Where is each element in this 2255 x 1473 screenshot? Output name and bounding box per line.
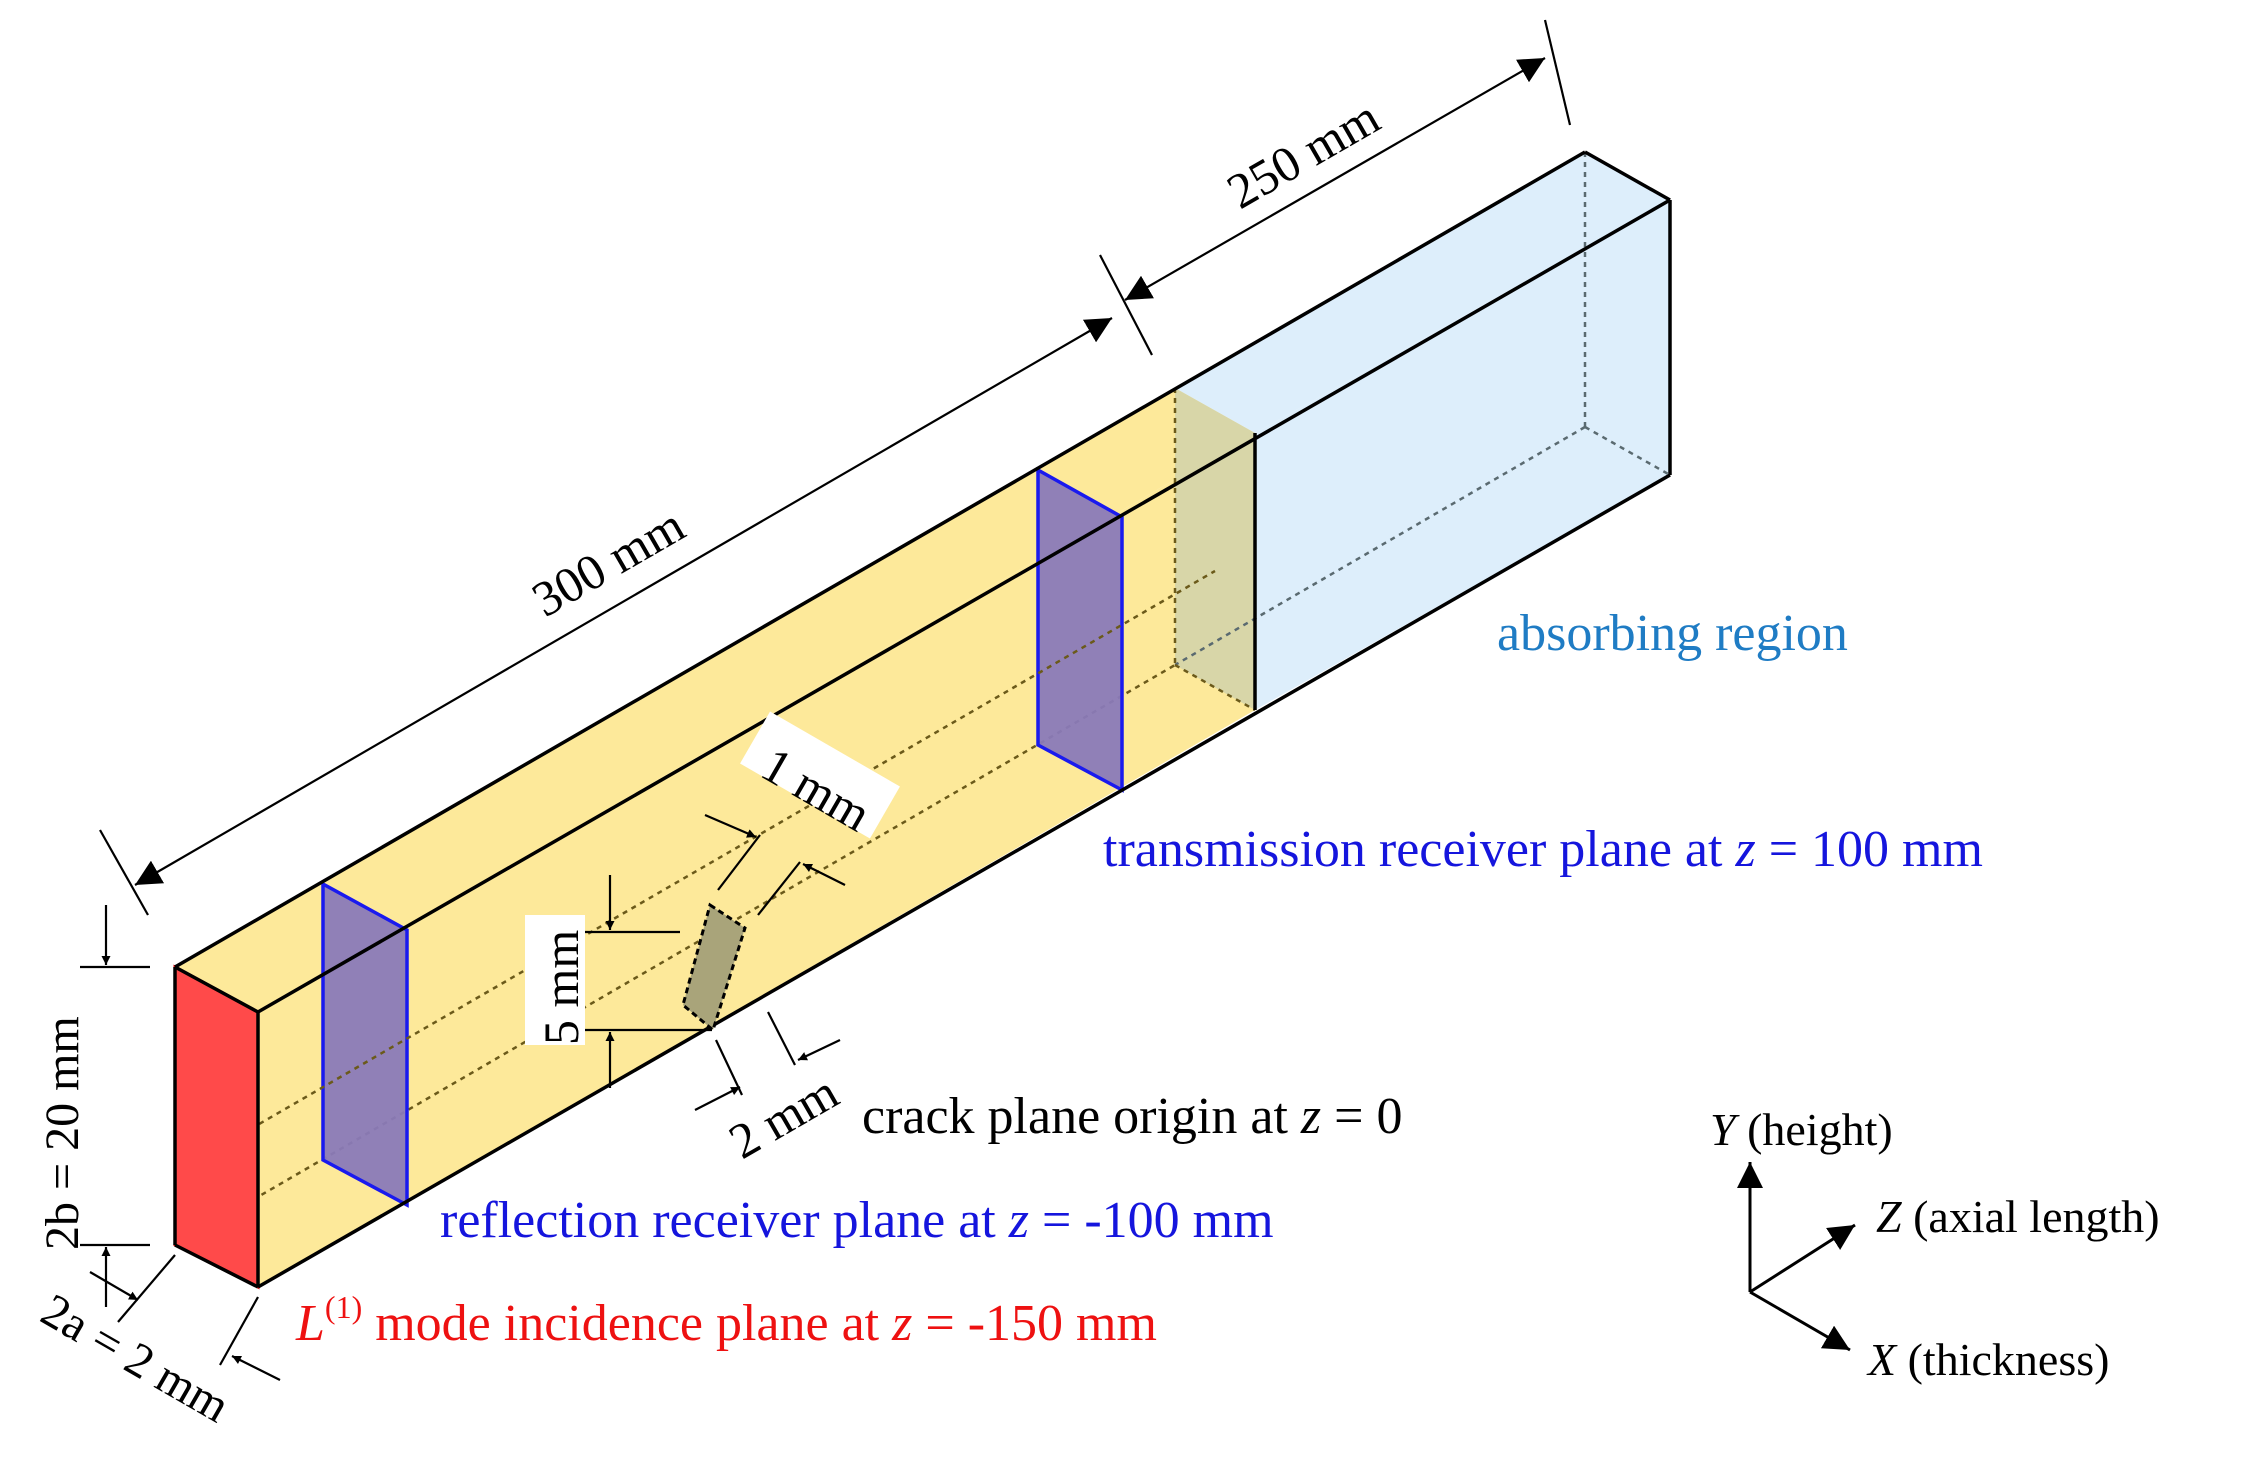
- dimension-crack-gap: 2 mm: [694, 1011, 848, 1170]
- absorbing-side-face: [1255, 200, 1670, 710]
- reflection-plane-label-var: z: [1008, 1192, 1029, 1249]
- incidence-plane-label: L(1) mode incidence plane at z = -150 mm: [295, 1289, 1157, 1352]
- dimension-300mm-label: 300 mm: [523, 496, 694, 627]
- z-axis-label-desc: (axial length): [1902, 1191, 2160, 1242]
- transmission-plane-label: transmission receiver plane at z = 100 m…: [1103, 821, 1983, 878]
- incidence-plane-label-mode: L: [295, 1295, 325, 1352]
- absorbing-region-label: absorbing region: [1497, 605, 1848, 662]
- reflection-plane-label: reflection receiver plane at z = -100 mm: [440, 1192, 1274, 1249]
- incidence-plane: [173, 964, 260, 1290]
- reflection-plane-label-suffix: = -100 mm: [1029, 1192, 1274, 1249]
- dimension-thickness-label: 2a = 2 mm: [33, 1284, 239, 1433]
- transmission-plane-label-suffix: = 100 mm: [1756, 821, 1983, 878]
- crack-origin-label-suffix: = 0: [1321, 1088, 1402, 1145]
- dimension-height-label: 2b = 20 mm: [36, 1016, 89, 1250]
- y-axis-label: Y (height): [1710, 1104, 1893, 1155]
- dimension-crack-height: 5 mm: [525, 875, 712, 1088]
- incidence-plane-label-var: z: [891, 1295, 912, 1352]
- dimension-crack-height-bg: [525, 915, 585, 1045]
- crack-plane: [681, 902, 747, 1033]
- reflection-plane-label-prefix: reflection receiver plane at: [440, 1192, 1009, 1249]
- incidence-plane-label-prefix: mode incidence plane at: [362, 1295, 892, 1352]
- x-axis-label: X (thickness): [1866, 1334, 2109, 1385]
- x-axis-label-var: X: [1866, 1334, 1898, 1385]
- z-axis-label-var: Z: [1876, 1191, 1902, 1242]
- absorbing-hidden-edges: [1174, 152, 1671, 667]
- z-axis-arrow: [1749, 1223, 1856, 1294]
- dimension-thickness: 2a = 2 mm: [33, 1254, 281, 1433]
- transmission-receiver-plane: [1036, 467, 1124, 793]
- incidence-plane-label-suffix: = -150 mm: [912, 1295, 1157, 1352]
- dimension-crack-height-label: 5 mm: [533, 930, 589, 1045]
- x-axis-label-desc: (thickness): [1896, 1334, 2109, 1385]
- dimension-height: 2b = 20 mm: [36, 905, 150, 1307]
- crack-origin-label-prefix: crack plane origin at: [862, 1088, 1301, 1145]
- crack-origin-label-var: z: [1300, 1088, 1321, 1145]
- dimension-crack-width-bg: [740, 711, 900, 839]
- transmission-plane-label-prefix: transmission receiver plane at: [1103, 821, 1735, 878]
- y-axis-label-desc: (height): [1736, 1104, 1893, 1155]
- incidence-plane-label-superscript: (1): [325, 1289, 362, 1325]
- transmission-plane-label-var: z: [1734, 821, 1755, 878]
- x-axis-arrow: [1749, 1290, 1851, 1352]
- dimension-crack-gap-label: 2 mm: [720, 1063, 848, 1169]
- absorbing-boundary-face: [1175, 388, 1255, 710]
- crack-origin-label: crack plane origin at z = 0: [862, 1088, 1402, 1145]
- coordinate-axes: Y (height) Z (axial length) X (thickness…: [1710, 1104, 2160, 1385]
- dimension-250mm-label: 250 mm: [1218, 88, 1389, 219]
- z-axis-label: Z (axial length): [1876, 1191, 2160, 1242]
- y-axis-label-var: Y: [1710, 1104, 1740, 1155]
